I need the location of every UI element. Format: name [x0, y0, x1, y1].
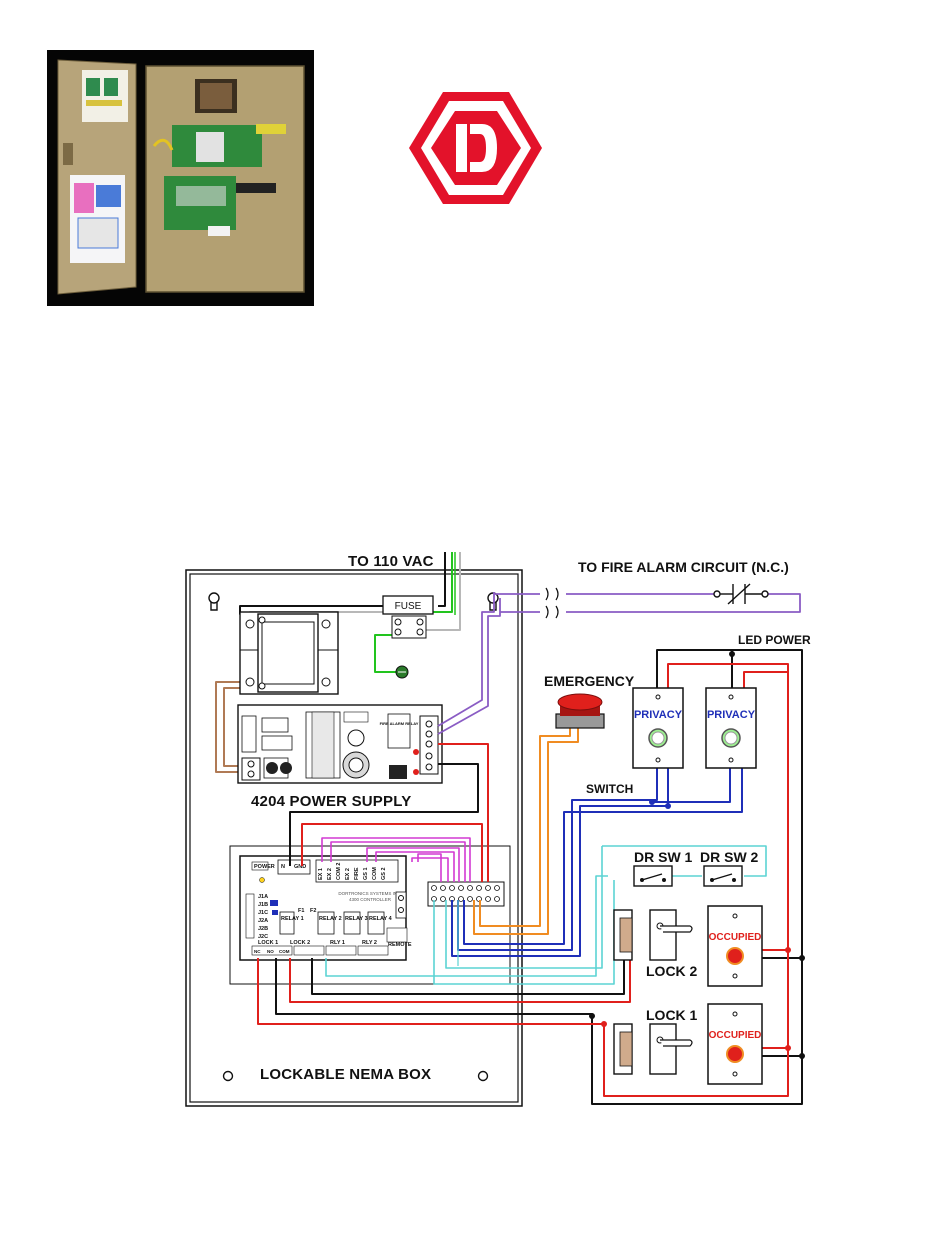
power-supply-board: FIRE ALARM RELAY 4204 POWER SUPPLY: [237, 704, 443, 810]
dr-sw1-label: DR SW 1: [634, 849, 693, 865]
term-fire: FIRE: [354, 867, 360, 880]
term-no: NO: [267, 949, 274, 954]
fire-alarm-label: TO FIRE ALARM CIRCUIT (N.C.): [578, 559, 789, 575]
term-n: N: [281, 864, 285, 870]
privacy-switch-2: PRIVACY: [705, 687, 757, 769]
term-j2a: J2A: [258, 918, 268, 924]
nema-box-label: LOCKABLE NEMA BOX: [260, 1066, 431, 1083]
nema-box: LOCKABLE NEMA BOX: [185, 569, 523, 1107]
term-gnd: GND: [294, 864, 306, 870]
term-power: POWER: [254, 864, 275, 870]
junction-dots: [589, 651, 805, 1059]
lock2-label: LOCK 2: [646, 963, 698, 979]
fire-alarm-contact-icon: [713, 583, 769, 605]
term-j2c: J2C: [258, 934, 268, 940]
door-switch-2: DR SW 2: [700, 849, 759, 887]
supply-label: TO 110 VAC: [348, 553, 434, 570]
dortronics-logo: [409, 92, 542, 204]
emergency-label: EMERGENCY: [544, 673, 635, 689]
mount-hole-icon: [477, 1070, 489, 1082]
term-j1a: J1A: [258, 894, 268, 900]
term-rly1: RLY 1: [330, 940, 345, 946]
dr-sw2-label: DR SW 2: [700, 849, 759, 865]
nema-box-photo: [47, 50, 314, 306]
term-f2: F2: [310, 908, 316, 914]
power-supply-label: 4204 POWER SUPPLY: [251, 793, 411, 810]
privacy-label-2: PRIVACY: [707, 709, 756, 721]
term-rly2: RLY 2: [362, 940, 377, 946]
term-ex1: EX 1: [318, 868, 324, 880]
term-j1b: J1B: [258, 902, 268, 908]
term-ex2b: EX 2: [345, 868, 351, 880]
occupied-label-1: OCCUPIED: [709, 932, 762, 943]
term-j1c: J1C: [258, 910, 268, 916]
privacy-label-1: PRIVACY: [634, 709, 683, 721]
led-power-label: LED POWER: [738, 633, 811, 647]
term-nc: NC: [254, 949, 261, 954]
term-relay4: RELAY 4: [369, 916, 393, 922]
term-relay3: RELAY 3: [345, 916, 368, 922]
term-f1: F1: [298, 908, 304, 914]
fuse-holder: FUSE: [382, 595, 434, 679]
mount-hole-icon: [222, 1070, 234, 1082]
controller-model: 4300 CONTROLLER: [349, 897, 392, 902]
term-gs2: GS 2: [381, 867, 387, 880]
occupied-indicator-2: OCCUPIED: [707, 1003, 763, 1085]
term-gs1: GS 1: [363, 867, 369, 880]
term-com2: COM 2: [336, 863, 342, 880]
internal-wiring: [289, 592, 501, 882]
lock1-label: LOCK 1: [646, 1007, 698, 1023]
lock-2: LOCK 2: [613, 909, 698, 979]
term-remote: REMOTE: [388, 942, 412, 948]
keyhole-icon: [208, 592, 220, 611]
controller-brand: DORTRONICS SYSTEMS INC.: [338, 891, 401, 896]
occupied-label-2: OCCUPIED: [709, 1030, 762, 1041]
fire-alarm-relay-label: FIRE ALARM RELAY: [380, 721, 419, 726]
occupied-indicator-1: OCCUPIED: [707, 905, 763, 987]
term-relay1: RELAY 1: [281, 916, 304, 922]
lock-1: LOCK 1: [613, 1007, 698, 1075]
term-lock1: LOCK 1: [258, 940, 278, 946]
term-relay2: RELAY 2: [319, 916, 342, 922]
term-ex2: EX 2: [327, 868, 333, 880]
wire-break-icon: [545, 587, 559, 619]
external-wiring: [257, 593, 803, 1105]
term-com-1: COM: [279, 949, 290, 954]
switch-label: SWITCH: [586, 782, 633, 796]
term-j2b: J2B: [258, 926, 268, 932]
fuse-label: FUSE: [395, 601, 422, 612]
controller-board: POWER N GND EX 1 EX 2 COM 2 EX 2 FIRE GS…: [229, 845, 511, 985]
term-com: COM: [372, 867, 378, 880]
door-switch-1: DR SW 1: [633, 849, 693, 887]
term-lock2: LOCK 2: [290, 940, 310, 946]
emergency-button: EMERGENCY: [544, 673, 635, 729]
keyhole-icon: [487, 592, 499, 611]
privacy-switch-1: PRIVACY: [632, 687, 684, 769]
transformer: [239, 611, 339, 695]
